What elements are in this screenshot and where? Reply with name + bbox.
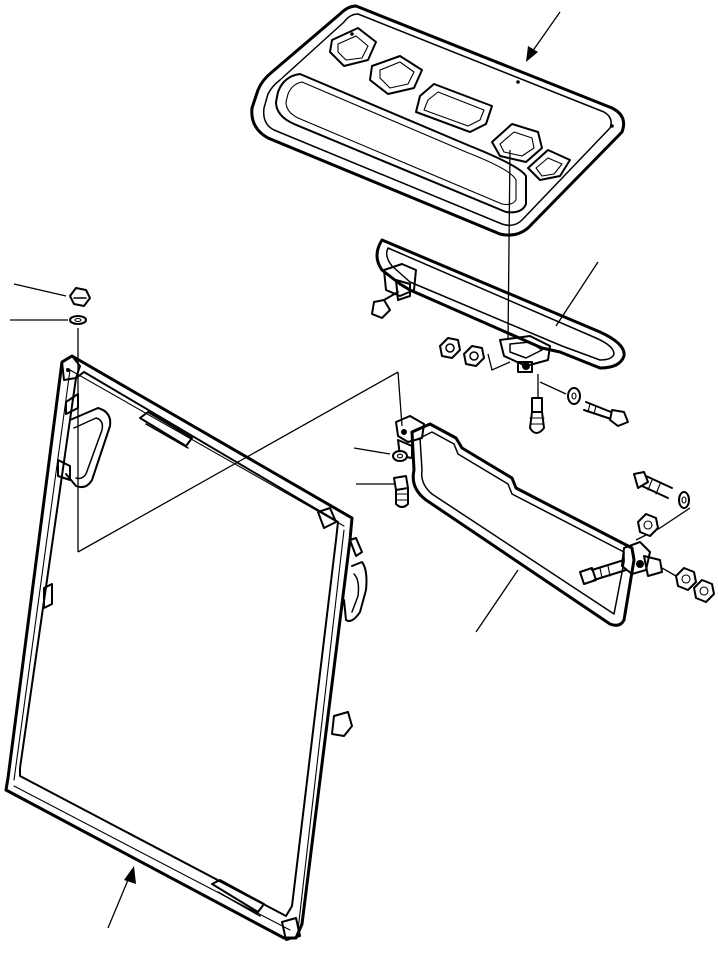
callout-nut-top-left	[13, 283, 67, 297]
nut-lower-right-2	[693, 579, 715, 603]
lower-latch-bracket	[395, 415, 663, 627]
window-frame	[4, 354, 354, 941]
callout-upper-hinge-bracket	[555, 261, 599, 327]
frame-top-latch	[139, 411, 193, 449]
frame-right-latch	[343, 537, 368, 622]
nut-lower-right-top	[637, 513, 659, 537]
roof-pad-2	[369, 55, 423, 95]
bolt-upper-right	[583, 401, 629, 427]
washer-top-left	[69, 315, 87, 325]
bolt-center	[393, 475, 409, 508]
frame-bottom-latch	[211, 879, 265, 917]
nut-lower-right-1	[675, 567, 697, 591]
upper-hinge-bracket	[371, 238, 626, 373]
callout-window-frame	[107, 866, 136, 929]
centerline-lower-right	[659, 507, 691, 529]
hinge-screw	[529, 374, 545, 434]
frame-top-right-tab	[317, 507, 337, 529]
bolt-lower-right-mid	[579, 559, 627, 585]
roof-pad-4	[491, 123, 543, 163]
bolt-lower-right-top	[633, 471, 673, 499]
frame-right-hinge	[331, 711, 353, 737]
nut-upper-1	[439, 337, 461, 359]
callout-lower-latch-bracket	[475, 569, 519, 633]
frame-left-clip	[43, 583, 53, 609]
nut-upper-2	[463, 345, 485, 367]
washer-center	[392, 450, 408, 462]
washer-upper	[567, 387, 581, 405]
roof-panel	[250, 4, 626, 237]
roof-pad-5	[527, 149, 571, 181]
nut-top-left	[69, 287, 91, 307]
frame-handle	[57, 393, 112, 489]
roof-pad-1	[329, 27, 377, 67]
callout-washer-center	[353, 447, 391, 455]
centerline-upper-nuts	[487, 353, 511, 371]
roof-pad-3	[415, 83, 493, 133]
callout-roof-panel	[526, 11, 561, 62]
washer-lower-right	[678, 491, 690, 509]
centerline-roof-to-bracket	[507, 149, 511, 341]
